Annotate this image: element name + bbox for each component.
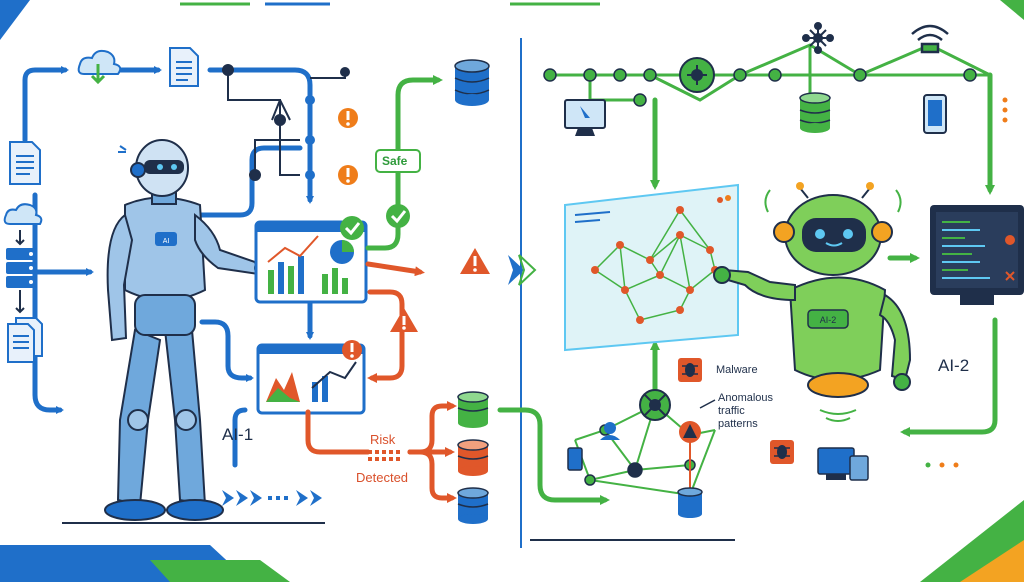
database-icon [457, 487, 489, 524]
warning-icon [338, 108, 358, 128]
dashboard-panel-bottom [256, 343, 366, 415]
fast-forward-icon [222, 490, 322, 506]
safe-label: Safe [382, 154, 408, 168]
ai2-network-nodes [543, 68, 977, 107]
checkmark-icon [386, 204, 410, 228]
document-stack-icon [9, 141, 41, 185]
ai1-node-network [222, 64, 350, 181]
checkmark-icon [340, 216, 364, 240]
anomalous-traffic-label-line2: traffic [718, 405, 745, 417]
monitor-icon [564, 99, 606, 136]
left-column-arrows [15, 230, 25, 314]
malware-bug-icon [678, 358, 702, 382]
anomalous-traffic-label-line1: Anomalous [718, 392, 774, 404]
database-icon [457, 439, 489, 476]
log-monitor-icon [930, 205, 1024, 305]
warning-icon [460, 248, 490, 274]
detected-label: Detected [356, 470, 409, 485]
anomalous-traffic-label-line3: patterns [718, 418, 758, 430]
phone-icon [923, 94, 947, 134]
ai1-label: AI-1 [222, 425, 254, 444]
database-icon [457, 391, 489, 428]
ai2-robot [713, 182, 912, 422]
ai2-badge: AI-2 [820, 315, 837, 325]
threat-network [574, 403, 716, 497]
warning-icon [338, 165, 358, 185]
wifi-icon [911, 24, 949, 54]
server-icon [6, 248, 36, 288]
risk-paths [305, 261, 457, 503]
user-device-icon [567, 422, 620, 471]
warning-icon [342, 340, 362, 360]
dashboard-panel-top [254, 220, 368, 304]
cloud-download-icon [77, 49, 122, 85]
network-hub-icon [679, 57, 715, 93]
network-map-panel [564, 183, 739, 352]
database-icon [454, 59, 490, 106]
warning-icon [390, 308, 418, 332]
ai1-badge: AI [163, 238, 170, 245]
transfer-chevron-icon [508, 254, 537, 286]
database-icon [677, 487, 703, 518]
risk-dots [368, 450, 400, 461]
ai2-flow-arrows [497, 72, 998, 505]
ai1-flow-arrows [22, 66, 314, 468]
malware-bug-icon [770, 440, 794, 464]
document-pair-icon [7, 317, 43, 363]
malware-label: Malware [716, 364, 758, 376]
ai1-robot [104, 139, 270, 521]
safe-tag [375, 149, 421, 173]
status-dots [925, 97, 1008, 468]
document-icon [169, 47, 199, 87]
devices-icon [817, 447, 869, 481]
ai2-label: AI-2 [938, 356, 970, 375]
database-icon [799, 92, 831, 133]
warning-icon [679, 421, 701, 443]
risk-label: Risk [370, 432, 396, 447]
network-hub-icon [802, 22, 834, 54]
cloud-icon [3, 203, 43, 225]
malware-hub-icon [639, 389, 671, 421]
label-connector [699, 399, 716, 409]
